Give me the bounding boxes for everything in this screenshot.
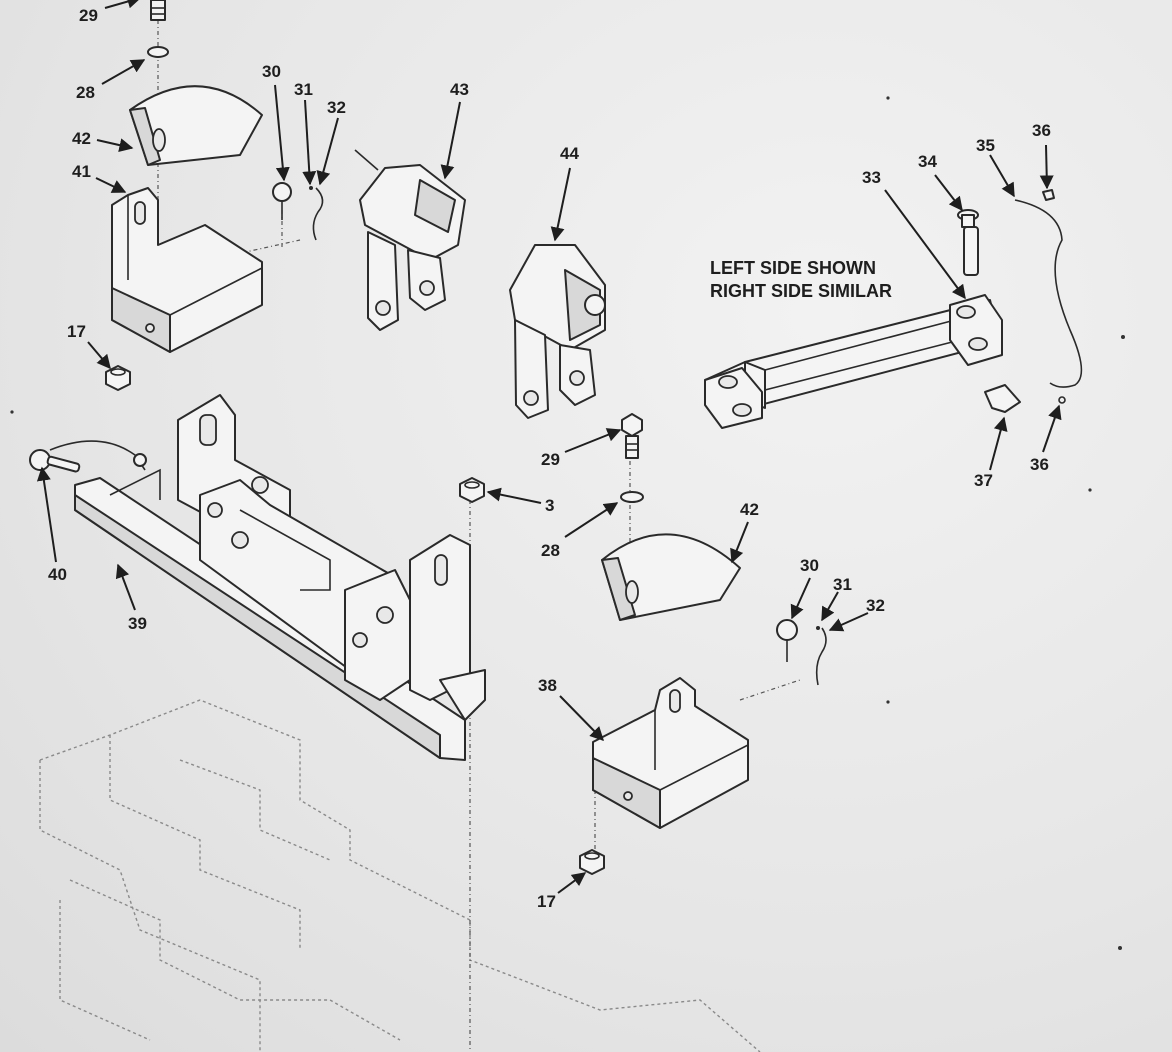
hinge-assembly-43 — [354, 149, 466, 331]
callout-43: 43 — [450, 80, 469, 99]
callout-34: 34 — [918, 152, 937, 171]
callout-44: 44 — [560, 144, 579, 163]
callout-41: 41 — [72, 162, 91, 181]
lock-pin-34 — [957, 209, 979, 276]
callout-33: 33 — [862, 168, 881, 187]
callout-42-lower: 42 — [740, 500, 759, 519]
callout-31-lower: 31 — [833, 575, 852, 594]
bolt-29-upper — [150, 0, 166, 21]
callout-35: 35 — [976, 136, 995, 155]
cable-end-36-top — [1042, 189, 1055, 201]
saddle-block-42-upper — [129, 85, 263, 166]
mount-bracket-41-upper — [111, 187, 263, 353]
ring-31-lower — [816, 626, 820, 630]
crossbar-tube-33 — [704, 294, 1003, 429]
callout-17-lower: 17 — [537, 892, 556, 911]
paper-specks — [10, 96, 1125, 950]
clip-32-lower — [815, 627, 827, 686]
callout-3: 3 — [545, 496, 555, 515]
main-frame-39 — [74, 394, 486, 761]
callout-42-upper: 42 — [72, 129, 91, 148]
nut-17-upper — [105, 365, 131, 391]
callout-38: 38 — [538, 676, 557, 695]
callout-17-upper: 17 — [67, 322, 86, 341]
ghost-frame-outline — [39, 699, 761, 1052]
callout-36-bottom: 36 — [1030, 455, 1049, 474]
diagram-note: LEFT SIDE SHOWN RIGHT SIDE SIMILAR — [710, 257, 892, 302]
callout-29-upper: 29 — [79, 6, 98, 25]
saddle-block-42-lower — [601, 533, 741, 621]
pin-30-upper — [272, 182, 292, 220]
hinge-assembly-44 — [509, 244, 606, 419]
note-line-2: RIGHT SIDE SIMILAR — [710, 280, 893, 301]
callout-36-top: 36 — [1032, 121, 1051, 140]
callout-32-lower: 32 — [866, 596, 885, 615]
bolt-29-lower — [621, 413, 643, 459]
ring-31-upper — [309, 186, 313, 190]
hitch-pin-40 — [29, 440, 147, 473]
clip-32-upper — [312, 187, 324, 241]
mount-bracket-38-lower — [592, 677, 749, 829]
washer-28-upper — [147, 46, 169, 58]
callout-28-lower: 28 — [541, 541, 560, 560]
lanyard-cable-35 — [1014, 199, 1083, 388]
callout-37: 37 — [974, 471, 993, 490]
cable-end-36-bottom — [1058, 396, 1066, 404]
nut-3 — [459, 477, 485, 503]
callout-leaders — [36, 0, 1062, 894]
callout-32-upper: 32 — [327, 98, 346, 117]
washer-28-lower — [620, 491, 644, 503]
nut-17-lower — [579, 849, 605, 875]
callout-28-upper: 28 — [76, 83, 95, 102]
callout-40: 40 — [48, 565, 67, 584]
clip-37 — [984, 384, 1021, 413]
callout-30-lower: 30 — [800, 556, 819, 575]
pin-30-lower — [776, 619, 798, 662]
callout-29-lower: 29 — [541, 450, 560, 469]
callout-39: 39 — [128, 614, 147, 633]
callout-31-upper: 31 — [294, 80, 313, 99]
callout-30-upper: 30 — [262, 62, 281, 81]
note-line-1: LEFT SIDE SHOWN — [710, 258, 876, 278]
